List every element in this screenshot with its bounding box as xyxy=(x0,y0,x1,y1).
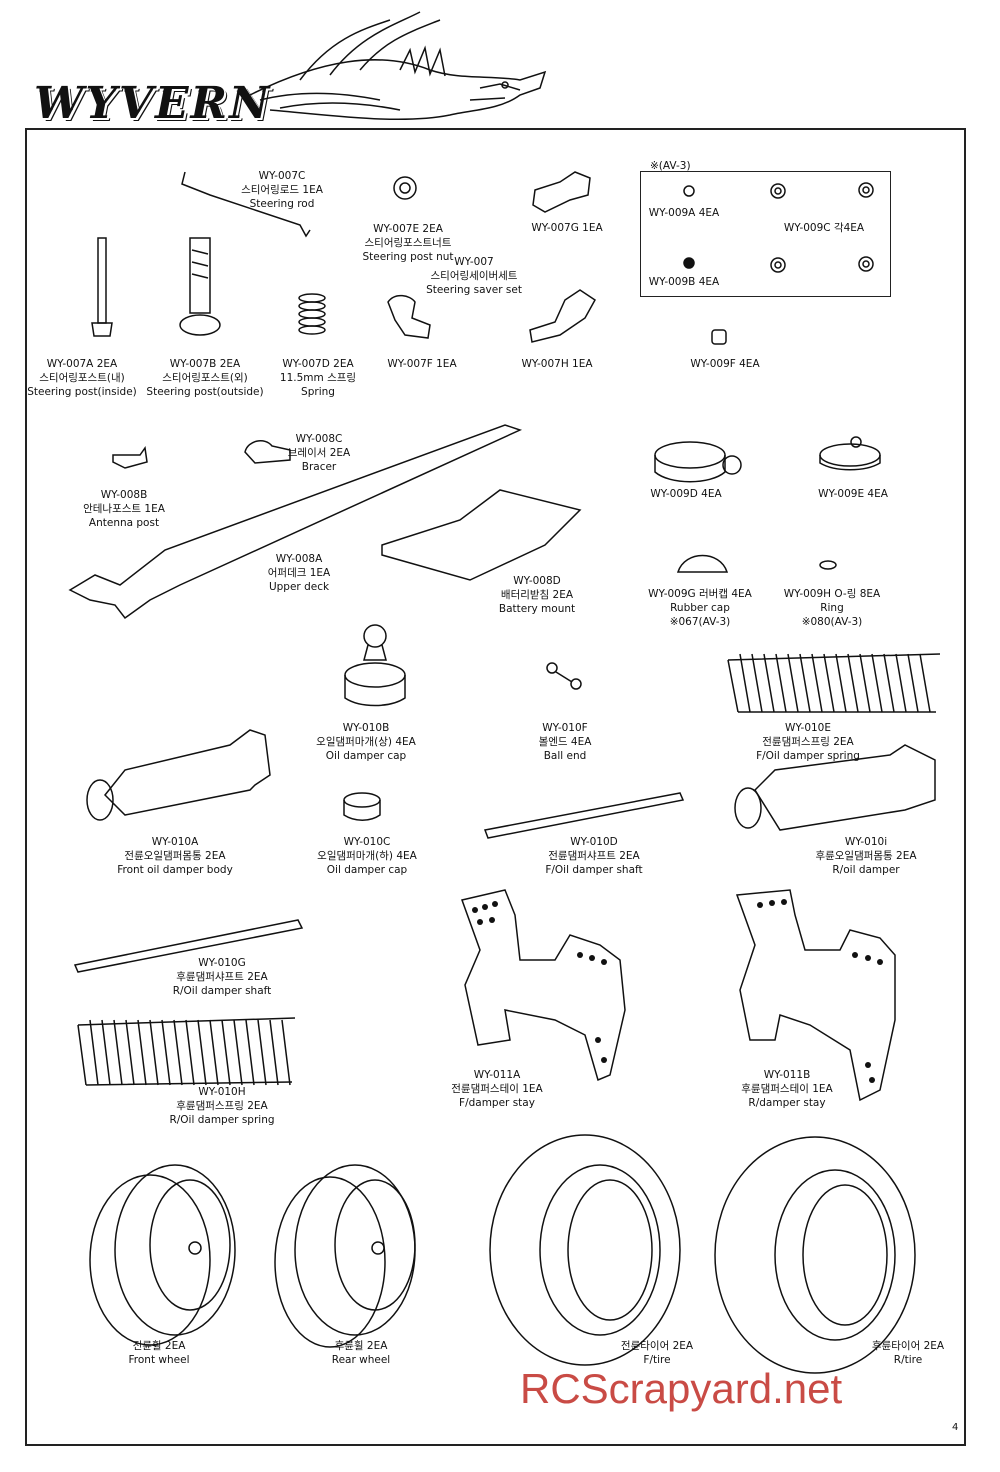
battery-mount-drawing xyxy=(381,489,582,581)
front-damper-shaft-drawing xyxy=(483,792,685,839)
rear-tire-drawing xyxy=(714,1136,916,1374)
rear-damper-shaft-drawing xyxy=(73,919,304,973)
parts-frame xyxy=(25,128,966,1446)
part-007h-label: WY-007H 1EA xyxy=(521,358,593,370)
av3-box-title: ※(AV-3) xyxy=(650,160,691,172)
steering-saver-g-drawing xyxy=(532,171,591,213)
part-009f-drawing xyxy=(711,329,727,345)
front-tire-drawing xyxy=(489,1134,681,1366)
part-009d-label: WY-009D 4EA xyxy=(650,488,722,500)
part-009a-label: WY-009A 4EA xyxy=(648,207,720,219)
bracer-drawing xyxy=(244,440,291,464)
steering-post-inside-drawing xyxy=(91,237,113,337)
rubber-cap-drawing xyxy=(676,554,729,573)
part-009c-label: WY-009C 각4EA xyxy=(783,222,865,234)
page-header: WYVERN xyxy=(0,0,1000,135)
oil-damper-cap-upper-drawing xyxy=(344,624,406,707)
steering-post-outside-drawing xyxy=(179,237,221,336)
part-007g-label: WY-007G 1EA xyxy=(531,222,603,234)
part-009d-drawing xyxy=(654,441,742,483)
steering-rod-drawing xyxy=(181,171,311,238)
front-wheel-drawing xyxy=(89,1164,236,1346)
part-009b-label: WY-009B 4EA xyxy=(648,276,720,288)
rear-damper-stay-drawing xyxy=(735,889,896,1102)
wyvern-logo: WYVERN xyxy=(34,78,272,129)
part-009f-label: WY-009F 4EA xyxy=(690,358,760,370)
oil-damper-cap-lower-drawing xyxy=(343,792,381,821)
steering-post-nut-drawing xyxy=(393,176,417,200)
front-damper-stay-drawing xyxy=(461,889,626,1082)
ring-drawing xyxy=(819,560,837,570)
av3-box xyxy=(640,171,891,297)
steering-saver-h-drawing xyxy=(529,289,596,343)
front-damper-spring-drawing xyxy=(727,653,941,713)
part-007f-label: WY-007F 1EA xyxy=(387,358,457,370)
watermark: RCScrapyard.net xyxy=(520,1365,843,1412)
antenna-post-drawing xyxy=(112,446,148,469)
rear-damper-body-drawing xyxy=(734,744,936,831)
rear-wheel-drawing xyxy=(274,1164,416,1348)
steering-saver-f-drawing xyxy=(387,294,431,339)
upper-deck-drawing xyxy=(68,424,523,620)
part-009e-label: WY-009E 4EA xyxy=(818,488,888,500)
dragon-illustration xyxy=(249,11,547,121)
spring-007d-drawing xyxy=(298,293,326,335)
part-009e-drawing xyxy=(819,436,881,471)
rear-damper-spring-drawing xyxy=(77,1017,296,1086)
ball-end-drawing xyxy=(546,662,582,690)
page-number: 4 xyxy=(952,1422,959,1433)
front-damper-body-drawing xyxy=(86,729,271,821)
